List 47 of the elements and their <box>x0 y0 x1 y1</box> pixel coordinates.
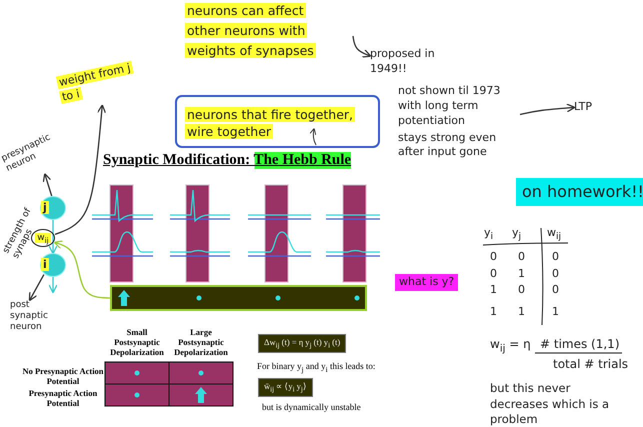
formula-text: w$_{ij}$ = η <box>490 336 531 356</box>
row-header: Presynaptic Action Potential <box>28 389 98 409</box>
table-header: w$_{ij}$ <box>547 226 562 244</box>
table-cell-text: 0 <box>490 267 497 282</box>
handwritten-note: neurons can affect other neurons with weights of synapses <box>185 2 317 60</box>
table-cell-text: 1 <box>518 305 525 320</box>
body-text: For binary y$_{j}$ and y$_{i}$ this leads to: <box>257 361 376 374</box>
body-text: but is dynamically unstable <box>262 402 361 412</box>
formula-box: Δw$_{ij}$ (t) = η y$_{j}$ (t) y$_{i}$ (t) <box>258 334 346 353</box>
note-box: neurons that fire together, wire together <box>175 95 380 148</box>
table-cell-text: 0 <box>552 267 559 282</box>
formula-box: w̄$_{ij}$ ∝ ⟨y$_{i}$ y$_{j}$⟩ <box>258 378 313 397</box>
neuron-circle: i <box>40 253 66 277</box>
row-header: No Presynaptic Action Potential <box>22 367 104 387</box>
handwritten-note: but this never decreases which is a problem <box>490 381 610 427</box>
circled-symbol: w$_{ij}$ <box>31 229 55 247</box>
table-cell-text: 0 <box>518 283 525 298</box>
table-cell-text: 1 <box>552 305 559 320</box>
formula-text: total # trials <box>553 356 628 372</box>
handwritten-note: on homework!! <box>516 178 643 206</box>
table-header: y$_{j}$ <box>512 226 522 244</box>
handwritten-note: stays strong even after input gone <box>398 130 498 160</box>
arrow <box>352 36 372 58</box>
table-cell-text: 0 <box>490 250 497 265</box>
column-header: Small Postsynaptic Depolarization <box>109 328 165 358</box>
table-cell-text: 1 <box>518 267 525 282</box>
arrow <box>54 104 106 235</box>
neuron-circle: j <box>40 196 66 220</box>
handwritten-note: post synaptic neuron <box>10 300 54 332</box>
handwritten-note: proposed in 1949!! <box>370 47 452 77</box>
handwritten-note: what is y? <box>395 274 458 291</box>
table-header: y$_{i}$ <box>484 226 494 244</box>
formula-text: # times (1,1) <box>540 336 620 352</box>
stimulus-bar <box>110 285 367 311</box>
arrow <box>28 274 44 302</box>
table-cell-text: 1 <box>490 305 497 320</box>
table-cell-text: 0 <box>518 250 525 265</box>
arrow <box>48 277 58 294</box>
arrow <box>48 220 58 254</box>
column-header: Large Postsynaptic Depolarization <box>173 328 229 358</box>
handwritten-note: LTP <box>574 100 592 115</box>
table-cell-text: 0 <box>552 250 559 265</box>
arrow <box>54 240 110 299</box>
arrow <box>42 173 52 196</box>
table-cell-text: 0 <box>552 283 559 298</box>
table-cell-text: 1 <box>490 283 497 298</box>
arrow <box>520 103 576 116</box>
